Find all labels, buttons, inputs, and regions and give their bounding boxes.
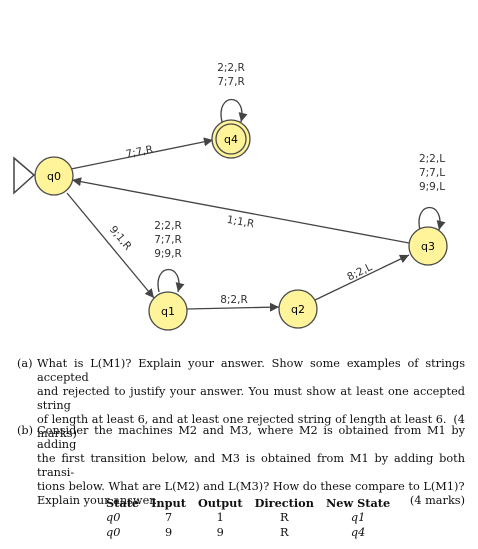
state-q2: q2 [278, 289, 318, 329]
question-b-tag: (b) [17, 424, 34, 437]
cell-new-state: q4 [350, 526, 366, 539]
label-q4-loop-1: 2;2,R [217, 62, 245, 74]
question-a-line-4: marks) [37, 427, 77, 440]
cell-direction: R [279, 526, 289, 539]
edge-q0-q1 [66, 192, 155, 299]
cell-state: q0 [106, 526, 121, 539]
loop-q3 [418, 206, 446, 231]
label-q3-loop-2: 7;7,L [419, 167, 445, 179]
svg-text:q1: q1 [161, 305, 175, 318]
edge-q2-q3 [314, 254, 410, 301]
question-a-marks: (4 [453, 413, 465, 426]
question-b-line-2: the first transition below, and M3 is ob… [37, 452, 465, 479]
svg-text:q3: q3 [421, 240, 435, 253]
cell-input: 7 [164, 511, 173, 524]
table-header-row: State Input Output Direction New State [100, 495, 396, 510]
label-q3-loop-1: 2;2,L [419, 153, 445, 165]
label-q3-q0: 1;1,R [226, 214, 255, 231]
header-output: Output [197, 495, 243, 510]
svg-text:q4: q4 [224, 133, 238, 146]
header-state: State [106, 495, 140, 510]
question-a-tag: (a) [17, 357, 33, 370]
cell-input: 9 [164, 526, 173, 539]
question-b-line-4: Explain your answer. (4 marks) [37, 494, 465, 507]
header-input: Input [151, 495, 186, 510]
label-q1-q2: 8;2,R [220, 294, 248, 306]
question-a-line-1: What is L(M1)? Explain your answer. Show… [37, 357, 465, 384]
start-arrow [13, 156, 36, 195]
loop-q1 [157, 268, 185, 293]
label-q4-loop-2: 7;7,R [217, 76, 245, 88]
state-q3: q3 [408, 226, 448, 266]
state-q0: q0 [34, 156, 74, 196]
turing-machine-diagram: q0 q4 q1 q2 q3 7;7,R 2;2,R 7;7,R 9;1,R 2… [13, 62, 448, 331]
question-b-line-3: tions below. What are L(M2) and L(M3)? H… [37, 480, 465, 493]
cell-output: 9 [216, 526, 224, 539]
loop-q4 [220, 98, 248, 123]
label-q1-loop-2: 7;7,R [154, 234, 182, 246]
table-row: q0 7 1 R q1 [100, 510, 396, 525]
table-row: q0 9 9 R q4 [100, 525, 396, 540]
cell-new-state: q1 [350, 511, 366, 524]
cell-state: q0 [106, 511, 121, 524]
label-q0-q4: 7;7,R [125, 144, 154, 161]
edge-q1-q2 [186, 302, 280, 312]
question-a-line-2: and rejected to justify your answer. You… [37, 385, 465, 412]
edge-q3-q0 [71, 177, 410, 244]
state-q1: q1 [148, 291, 188, 331]
label-q1-loop-1: 2;2,R [154, 220, 182, 232]
label-q0-q1: 9;1,R [107, 224, 134, 253]
question-a-line-3: of length at least 6, and at least one r… [37, 413, 465, 426]
svg-text:q0: q0 [47, 170, 61, 183]
cell-direction: R [279, 511, 289, 524]
header-direction: Direction [254, 495, 314, 510]
cell-output: 1 [216, 511, 224, 524]
label-q1-loop-3: 9;9,R [154, 248, 182, 260]
edge-q0-q4 [70, 137, 214, 170]
header-new-state: New State [325, 495, 391, 510]
label-q3-loop-3: 9;9,L [419, 181, 445, 193]
transition-table: State Input Output Direction New State q… [100, 495, 396, 540]
svg-text:q2: q2 [291, 303, 305, 316]
state-q4: q4 [211, 119, 251, 159]
label-q2-q3: 8;2,L [345, 261, 374, 283]
question-b-line-1: Consider the machines M2 and M3, where M… [37, 424, 465, 451]
question-b-marks: (4 marks) [409, 494, 465, 507]
